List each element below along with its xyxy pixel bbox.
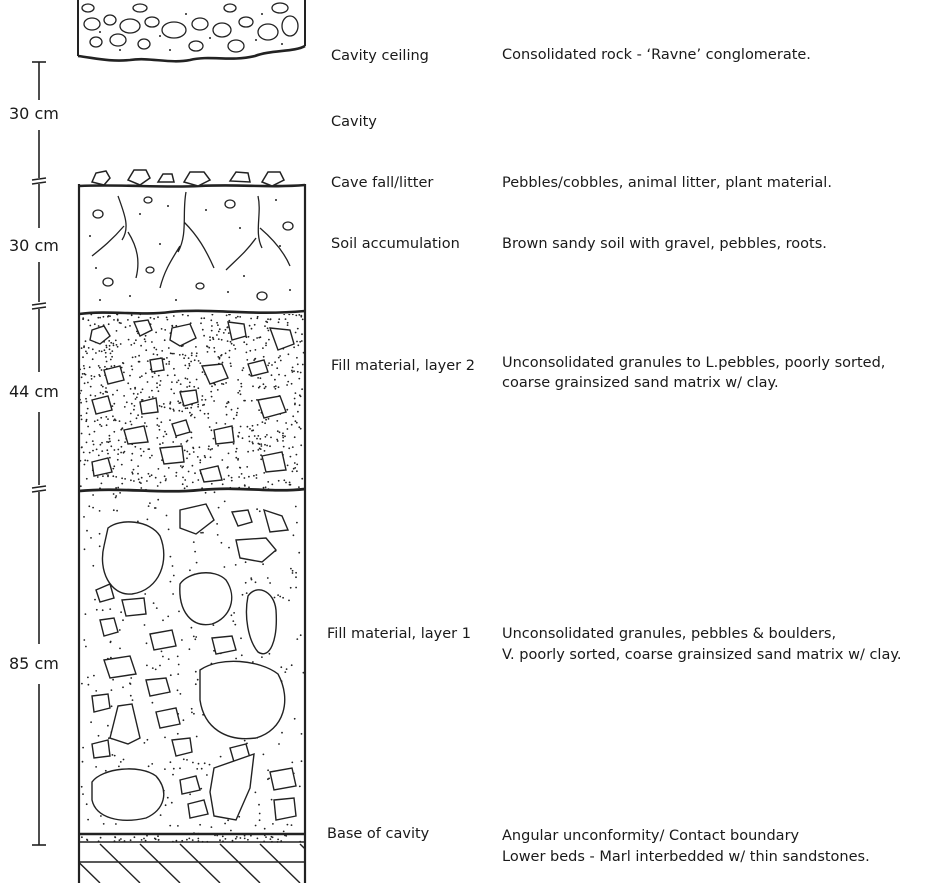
unit-description-fill-layer-1-line2: V. poorly sorted, coarse grainsized sand… bbox=[502, 647, 902, 663]
unit-description-soil: Brown sandy soil with gravel, pebbles, r… bbox=[502, 236, 827, 252]
unit-description-fill-layer-1-line1: Unconsolidated granules, pebbles & bould… bbox=[502, 626, 837, 642]
scale-label-cavity: 30 cm bbox=[9, 104, 59, 123]
column-outline bbox=[77, 184, 307, 883]
scale-label-layer1: 85 cm bbox=[9, 654, 59, 673]
unit-name-base-of-cavity: Base of cavity bbox=[327, 826, 430, 842]
unit-name-cavity: Cavity bbox=[331, 114, 377, 130]
unit-name-cave-fall: Cave fall/litter bbox=[331, 175, 434, 191]
unit-description-cavity-ceiling: Consolidated rock - ‘Ravne’ conglomerate… bbox=[502, 47, 811, 63]
soil-accumulation-layer bbox=[78, 191, 306, 316]
unit-description-base-line1: Angular unconformity/ Contact boundary bbox=[502, 828, 800, 844]
unit-description-cave-fall: Pebbles/cobbles, animal litter, plant ma… bbox=[502, 175, 832, 191]
scale-label-soil: 30 cm bbox=[9, 236, 59, 255]
fill-layer-2 bbox=[78, 314, 306, 493]
scale-label-layer2: 44 cm bbox=[9, 382, 59, 401]
unit-name-soil: Soil accumulation bbox=[331, 236, 460, 252]
unit-description-fill-layer-2-line2: coarse grainsized sand matrix w/ clay. bbox=[502, 375, 779, 391]
fill-layer-1 bbox=[79, 491, 305, 836]
cavity-ceiling-rock bbox=[77, 0, 306, 63]
unit-name-fill-layer-1: Fill material, layer 1 bbox=[327, 626, 471, 642]
unit-description-fill-layer-2-line1: Unconsolidated granules to L.pebbles, po… bbox=[502, 355, 886, 371]
cave-fall-litter-layer bbox=[78, 169, 306, 188]
unit-name-fill-layer-2: Fill material, layer 2 bbox=[331, 358, 475, 374]
base-marl-beds bbox=[79, 834, 305, 883]
depth-scale-bar bbox=[31, 61, 47, 846]
unit-name-cavity-ceiling: Cavity ceiling bbox=[331, 48, 429, 64]
unit-description-base-line2: Lower beds - Marl interbedded w/ thin sa… bbox=[502, 849, 870, 865]
